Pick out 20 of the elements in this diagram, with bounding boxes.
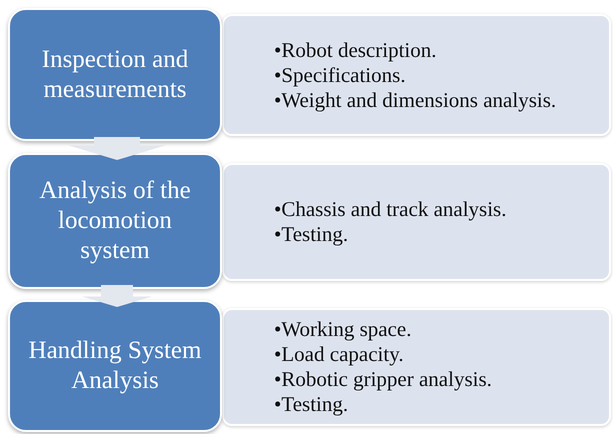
detail-panel xyxy=(222,14,611,136)
detail-panel xyxy=(222,308,611,426)
bullet-item: •Robotic gripper analysis. xyxy=(274,367,493,392)
bullet-item: •Robot description. xyxy=(274,38,438,62)
bullet-item: •Chassis and track analysis. xyxy=(274,197,508,222)
bullet-item: •Weight and dimensions analysis. xyxy=(274,88,558,112)
step-title: Handling System Analysis xyxy=(28,336,202,396)
down-arrow xyxy=(68,137,166,160)
detail-panel xyxy=(222,163,611,281)
step-title: Analysis of the locomotion system xyxy=(38,176,192,266)
bullet-item: •Load capacity. xyxy=(274,342,405,367)
down-arrow xyxy=(82,285,152,307)
step-box xyxy=(8,300,222,432)
step-box xyxy=(8,153,222,289)
bullet-item: •Testing. xyxy=(274,222,350,247)
bullet-item: •Working space. xyxy=(274,317,412,342)
step-box xyxy=(8,8,222,141)
bullet-item: •Testing. xyxy=(274,392,350,417)
step-title: Inspection and measurements xyxy=(40,44,190,104)
bullet-item: •Specifications. xyxy=(274,62,407,88)
